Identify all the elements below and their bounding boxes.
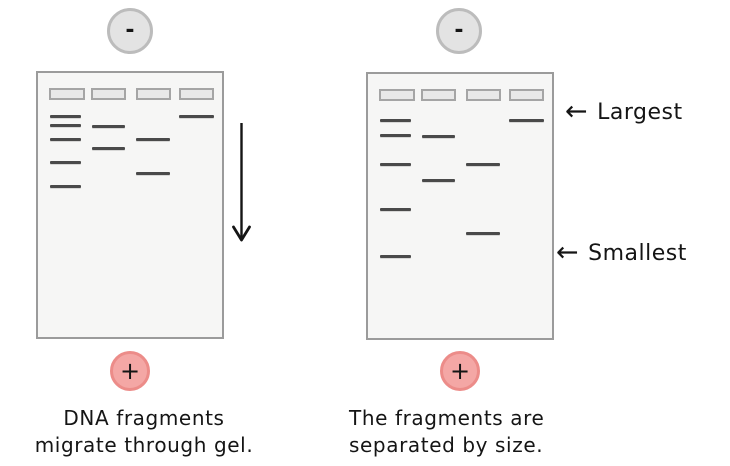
negative-electrode-label: - <box>454 18 464 43</box>
caption-right-line1: The fragments are <box>349 406 545 430</box>
dna-band <box>179 115 214 118</box>
annotation-smallest: ← Smallest <box>556 237 687 268</box>
positive-electrode-right: + <box>440 351 480 391</box>
downward-migration-arrow-icon <box>232 123 251 242</box>
positive-electrode-label: + <box>449 357 471 385</box>
caption-left-line1: DNA fragments <box>63 406 225 430</box>
negative-electrode-label: - <box>125 18 135 43</box>
dna-band <box>380 208 411 211</box>
dna-band <box>380 119 411 122</box>
dna-band <box>50 161 81 164</box>
gel-well <box>49 88 85 100</box>
dna-band <box>509 119 544 122</box>
dna-band <box>466 232 500 235</box>
dna-band <box>466 163 500 166</box>
dna-band <box>422 135 455 138</box>
caption-right-line2: separated by size. <box>349 433 544 457</box>
gel-box-right <box>366 72 554 340</box>
dna-band <box>50 124 81 127</box>
dna-band <box>92 147 125 150</box>
dna-band <box>380 163 411 166</box>
dna-band <box>136 138 170 141</box>
positive-electrode-label: + <box>119 357 141 385</box>
annotation-smallest-label: Smallest <box>588 241 687 266</box>
dna-band <box>50 138 81 141</box>
caption-left: DNA fragments migrate through gel. <box>6 405 282 459</box>
dna-band <box>50 115 81 118</box>
annotation-largest: ← Largest <box>565 96 683 127</box>
annotation-largest-label: Largest <box>597 100 683 125</box>
gel-well <box>136 88 171 100</box>
negative-electrode-left: - <box>107 8 153 54</box>
gel-well <box>509 89 544 101</box>
dna-band <box>422 179 455 182</box>
dna-band <box>380 255 411 258</box>
gel-well <box>179 88 214 100</box>
gel-well <box>466 89 501 101</box>
gel-well <box>91 88 126 100</box>
dna-band <box>50 185 81 188</box>
gel-well <box>421 89 456 101</box>
negative-electrode-right: - <box>436 8 482 54</box>
dna-band <box>92 125 125 128</box>
gel-box-left <box>36 71 224 339</box>
positive-electrode-left: + <box>110 351 150 391</box>
gel-well <box>379 89 415 101</box>
caption-right: The fragments are separated by size. <box>349 405 619 459</box>
left-arrow-icon: ← <box>556 237 580 268</box>
dna-band <box>380 134 411 137</box>
dna-band <box>136 172 170 175</box>
left-arrow-icon: ← <box>565 96 589 127</box>
caption-left-line2: migrate through gel. <box>34 433 254 457</box>
